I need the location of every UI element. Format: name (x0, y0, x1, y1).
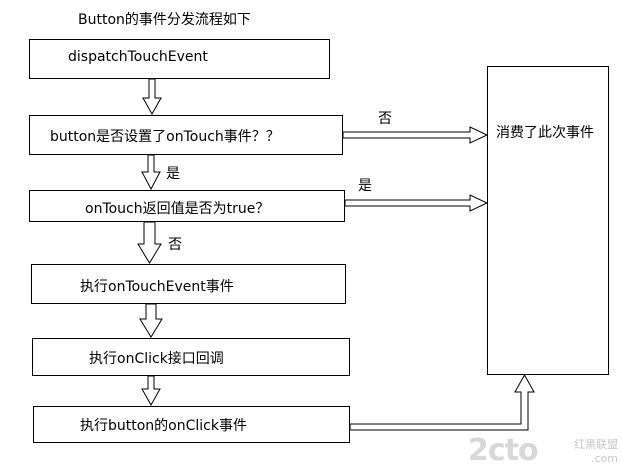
box-ontouch-return-label: onTouch返回值是否为true？ (85, 201, 270, 217)
box-dispatch-label: dispatchTouchEvent (68, 49, 208, 65)
box-exec-button-onclick: 执行button的onClick事件 (33, 406, 350, 443)
watermark-cn: 红黑联盟 (574, 438, 618, 451)
arrow-up-onclick (349, 373, 535, 431)
label-yes-listener: 是 (166, 166, 180, 182)
box-consumed-label: 消费了此次事件 (496, 125, 594, 141)
box-exec-onclick-interface-label: 执行onClick接口回调 (89, 351, 224, 367)
arrow-right-no-listener (342, 126, 489, 144)
arrow-down-5 (141, 375, 161, 407)
box-exec-ontouchevent: 执行onTouchEvent事件 (31, 264, 346, 304)
label-no-listener: 否 (378, 111, 392, 127)
watermark-logo: 2cto (468, 433, 539, 468)
arrow-right-true (344, 194, 489, 212)
arrow-down-2 (141, 154, 161, 191)
label-no-true: 否 (168, 237, 182, 253)
arrow-down-4 (139, 303, 163, 338)
box-ontouch-return: onTouch返回值是否为true？ (29, 190, 345, 222)
watermark-url: .com (591, 452, 618, 465)
arrow-down-1 (142, 78, 162, 116)
diagram-title: Button的事件分发流程如下 (78, 12, 251, 28)
watermark: 2cto 红黑联盟 .com (468, 434, 618, 470)
box-dispatch-touch-event: dispatchTouchEvent (29, 39, 330, 79)
label-yes-true: 是 (358, 178, 372, 194)
box-exec-ontouchevent-label: 执行onTouchEvent事件 (80, 279, 234, 295)
box-consumed: 消费了此次事件 (487, 66, 609, 375)
box-exec-button-onclick-label: 执行button的onClick事件 (80, 418, 247, 434)
box-exec-onclick-interface: 执行onClick接口回调 (32, 338, 350, 376)
arrow-down-3 (137, 221, 162, 264)
box-listener-label: button是否设置了onTouch事件？？ (50, 129, 280, 145)
